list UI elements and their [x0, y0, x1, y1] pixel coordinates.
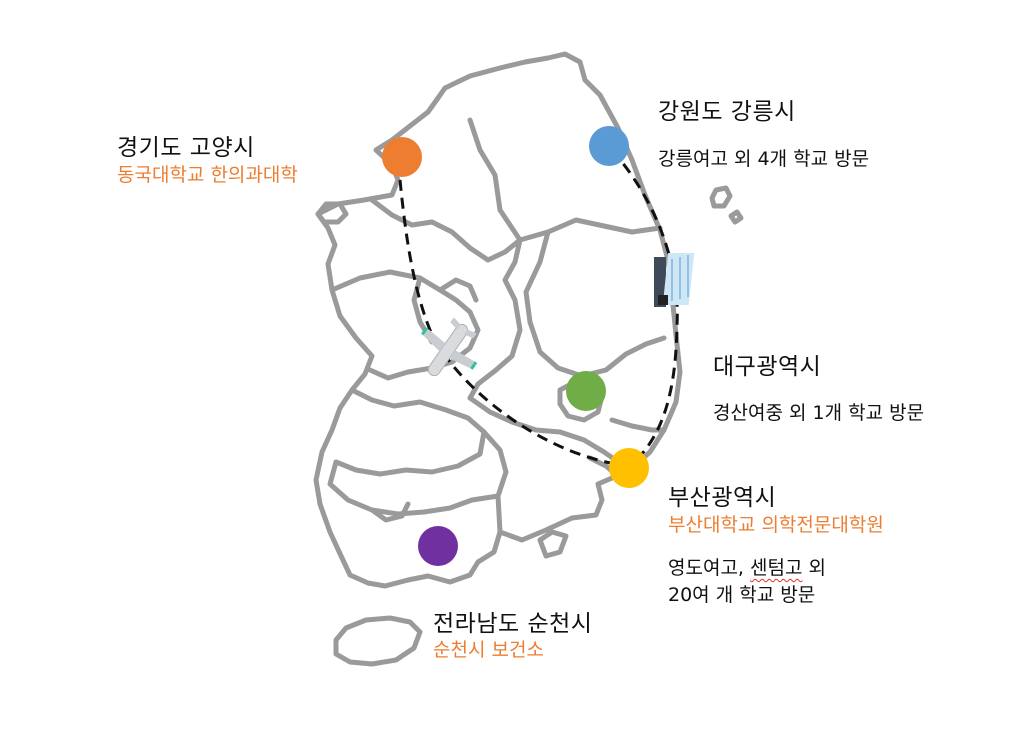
jeonbuk-border	[333, 387, 487, 477]
ganghwa-island	[315, 201, 349, 225]
gyeonggi-title: 경기도 고양시	[117, 135, 255, 161]
busan-title: 부산광역시	[668, 485, 777, 511]
gangwon-detail: 강릉여고 외 4개 학교 방문	[658, 148, 870, 170]
daegu-marker	[566, 371, 606, 411]
seoul-gyeonggi-border	[369, 197, 523, 263]
jeonnam-detail: 순천시 보건소	[433, 639, 544, 661]
dokdo-island	[728, 209, 744, 225]
busan-visit-line1: 영도여고, 센텀고 외	[668, 553, 826, 580]
jeju-island	[333, 615, 423, 667]
daegu-detail: 경산여중 외 1개 학교 방문	[713, 402, 925, 424]
gangwon-title: 강원도 강릉시	[658, 99, 796, 125]
busan-detail: 부산대학교 의학전문대학원	[668, 514, 884, 536]
jeonnam-border	[327, 459, 501, 517]
jeonnam-marker	[418, 526, 458, 566]
gwangju-border	[369, 501, 411, 523]
train-icon	[654, 253, 695, 307]
daegu-title: 대구광역시	[713, 354, 822, 380]
ulleung-island	[709, 185, 733, 209]
jeonnam-title: 전라남도 순천시	[433, 611, 593, 637]
chungbuk-border	[467, 237, 523, 401]
gyeongnam-border	[481, 429, 509, 535]
busan-visit-line2: 20여 개 학교 방문	[668, 584, 816, 606]
geoje-island	[537, 529, 569, 559]
busan-visit-line1-post: 외	[802, 557, 826, 579]
busan-visit-line1-typo: 센텀고	[750, 557, 803, 579]
gyeongbuk-border	[523, 229, 667, 379]
gangwon-border	[467, 117, 663, 243]
ulsan-border	[609, 417, 667, 433]
gyeonggi-marker	[382, 137, 422, 177]
gyeongnam-north-border	[467, 395, 633, 473]
daejeon-border	[437, 277, 479, 303]
airplane-icon	[421, 317, 478, 377]
gangwon-marker	[589, 126, 629, 166]
gyeonggi-detail: 동국대학교 한의과대학	[117, 164, 298, 186]
busan-visit-line1-pre: 영도여고,	[668, 557, 750, 579]
busan-marker	[609, 448, 649, 488]
route-gangwon-to-busan	[610, 149, 679, 468]
chungnam-border	[329, 269, 481, 381]
